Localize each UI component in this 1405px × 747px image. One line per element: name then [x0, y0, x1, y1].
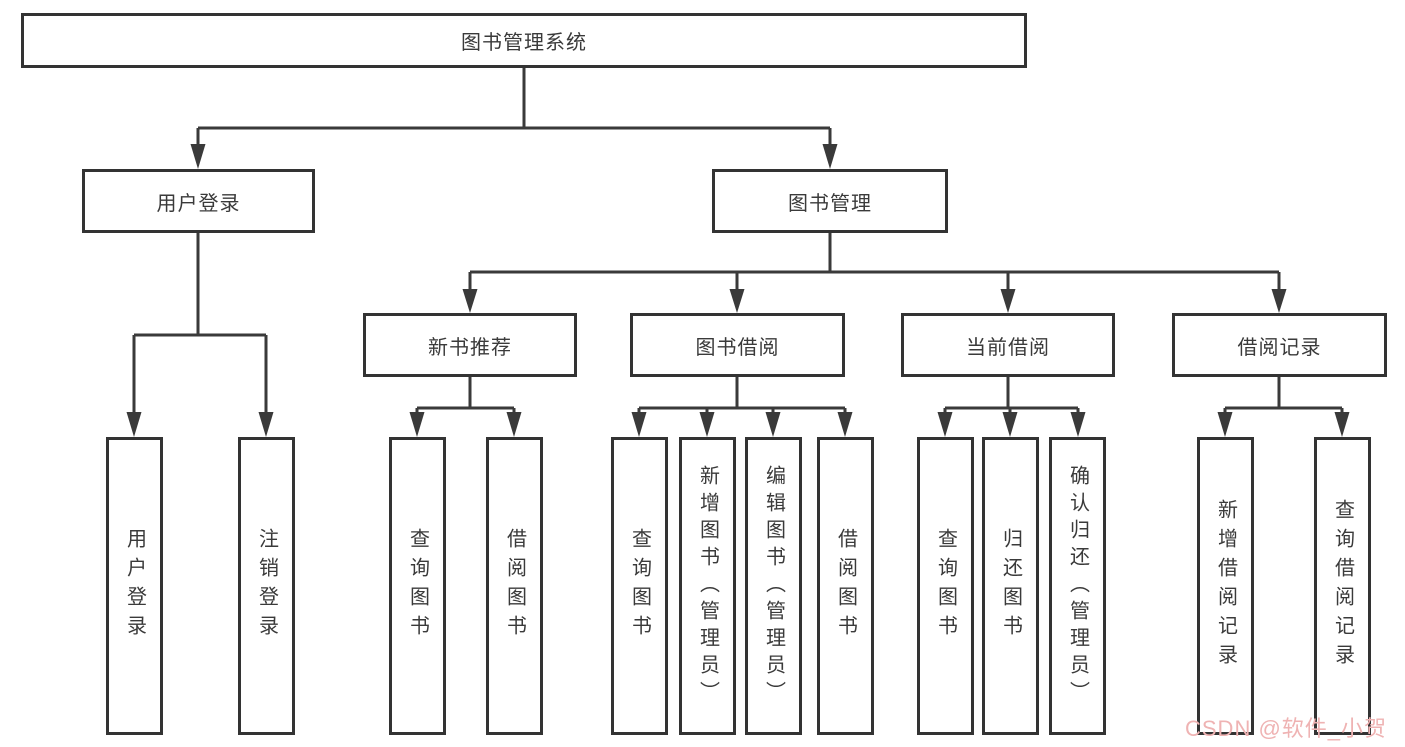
node-current-borrowing: 当前借阅 [901, 313, 1115, 377]
node-label: 归还图书 [999, 528, 1022, 644]
node-label: 新书推荐 [428, 336, 512, 359]
node-label: 确认归还（管理员） [1066, 464, 1089, 708]
node-book-borrowing: 图书借阅 [630, 313, 845, 377]
leaf-return-books: 归还图书 [982, 437, 1039, 735]
node-label: 查询图书 [934, 528, 957, 644]
node-user-login: 用户登录 [82, 169, 315, 233]
node-label: 编辑图书（管理员） [762, 464, 785, 708]
node-new-book-recommendation: 新书推荐 [363, 313, 577, 377]
node-label: 新增图书（管理员） [696, 464, 719, 708]
node-label: 借阅图书 [503, 528, 526, 644]
leaf-confirm-return-admin: 确认归还（管理员） [1049, 437, 1106, 735]
node-label: 新增借阅记录 [1214, 499, 1237, 673]
node-label: 借阅图书 [834, 528, 857, 644]
node-label: 注销登录 [255, 528, 278, 644]
node-label: 图书管理 [788, 192, 872, 215]
leaf-borrow-books-recommend: 借阅图书 [486, 437, 543, 735]
node-label: 查询图书 [628, 528, 651, 644]
node-label: 图书借阅 [695, 336, 780, 359]
node-label: 当前借阅 [966, 336, 1050, 359]
node-borrowing-records: 借阅记录 [1172, 313, 1387, 377]
node-label: 查询图书 [406, 528, 429, 644]
leaf-edit-books-admin: 编辑图书（管理员） [745, 437, 802, 735]
leaf-add-books-admin: 新增图书（管理员） [679, 437, 736, 735]
leaf-query-books-borrow: 查询图书 [611, 437, 668, 735]
leaf-query-books-recommend: 查询图书 [389, 437, 446, 735]
node-book-management: 图书管理 [712, 169, 948, 233]
node-label: 用户登录 [156, 192, 241, 215]
leaf-add-borrow-record: 新增借阅记录 [1197, 437, 1254, 735]
node-label: 图书管理系统 [461, 32, 587, 54]
node-label: 查询借阅记录 [1331, 499, 1354, 673]
csdn-watermark: CSDN @软件_小贺同学 [1185, 716, 1388, 741]
leaf-logout: 注销登录 [238, 437, 295, 735]
node-label: 借阅记录 [1237, 336, 1322, 359]
leaf-user-login: 用户登录 [106, 437, 163, 735]
leaf-query-borrow-record: 查询借阅记录 [1314, 437, 1371, 735]
node-label: 用户登录 [123, 528, 146, 644]
leaf-borrow-books: 借阅图书 [817, 437, 874, 735]
leaf-query-books-current: 查询图书 [917, 437, 974, 735]
node-library-management-system: 图书管理系统 [21, 13, 1027, 68]
